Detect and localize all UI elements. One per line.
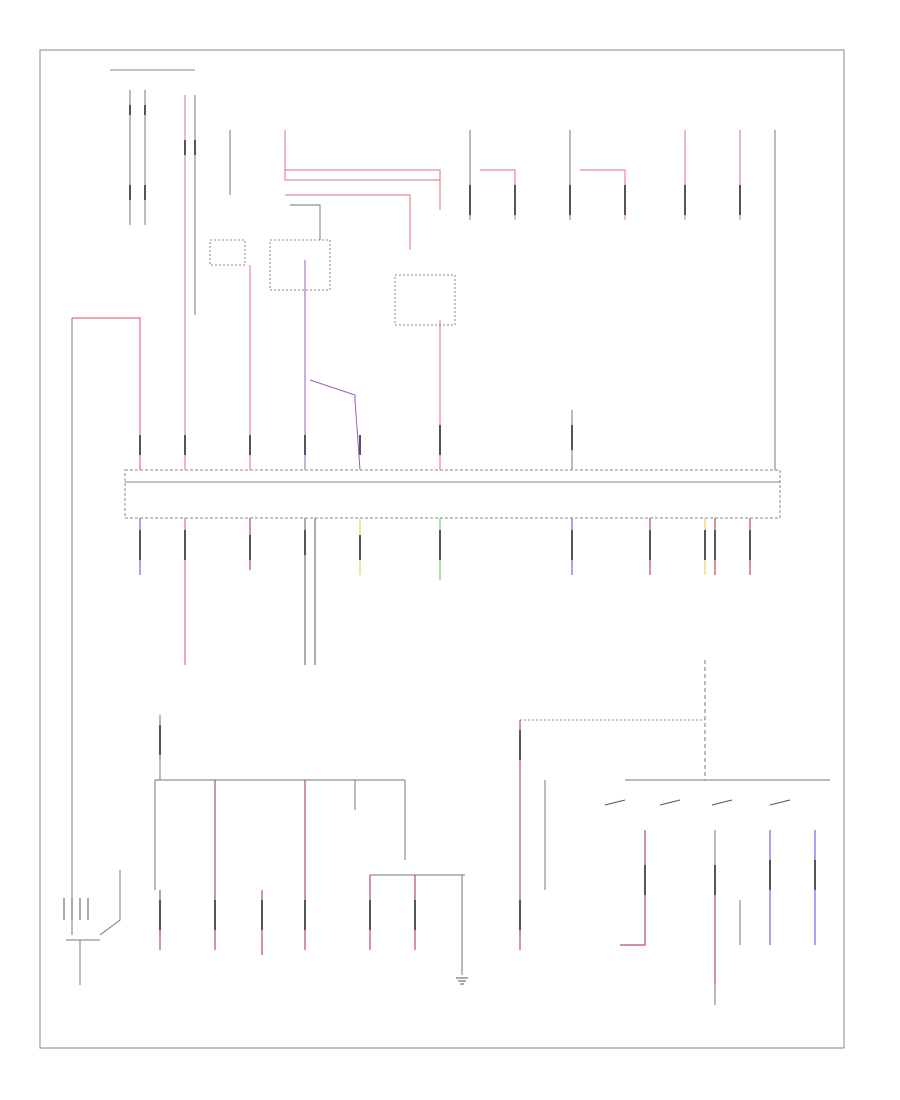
junction-block: [124, 469, 781, 519]
relay-box-1: [269, 239, 331, 291]
relay-box-2: [394, 274, 456, 326]
battery-feed: [63, 317, 141, 985]
ground-icon: [456, 977, 468, 985]
connector-ticks: [129, 105, 816, 930]
battery-symbol: [63, 898, 89, 920]
diagram-frame: [39, 49, 845, 1049]
junction-outputs: [139, 518, 751, 665]
lower-left-distribution: [154, 715, 705, 975]
lower-right-distribution: [604, 660, 830, 1005]
top-fuse-section: [110, 69, 776, 471]
fuse-box-small: [209, 239, 246, 266]
